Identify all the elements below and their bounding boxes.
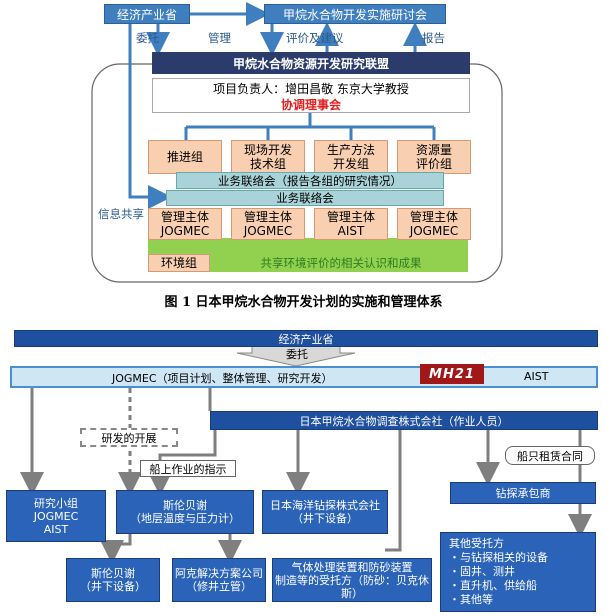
body-jogmec-3: 管理主体 JOGMEC [397, 208, 471, 240]
aist-label: AIST [524, 370, 549, 383]
liaison-report-bar: 业务联络会（报告各组的研究情况） [176, 172, 444, 189]
study-group-label: 甲烷水合物开发实施研讨会 [282, 7, 427, 22]
schlumberger-gauge-box: 斯伦贝谢 （地层温度与压力计） [116, 490, 254, 534]
other-contractors-box: 其他受托方 ・与钻探相关的设备 ・固井、测井 ・直升机、供给船 ・其他等 [440, 532, 596, 612]
evaluate-label: 评价及建议 [286, 31, 344, 45]
entrust-label-2: 委托 [286, 348, 308, 361]
schlumberger-downhole-box: 斯伦贝谢 （井下设备） [66, 558, 160, 602]
gas-equipment-box: 气体处理装置和防砂装置 制造等的受托方（防砂：贝克休斯） [272, 558, 432, 602]
jogmec-label: JOGMEC（项目计划、整体管理、研究开发） [112, 372, 333, 385]
charter-box: 船只租赁合同 [505, 446, 595, 465]
entrust-label: 委托 [136, 31, 159, 45]
mh21-logo: MH21 [420, 364, 484, 384]
manage-label: 管理 [208, 31, 231, 45]
leader-label: 项目负责人：增田昌敬 东京大学教授 [213, 81, 409, 96]
group-resource: 资源量 评价组 [397, 140, 471, 174]
drill-contractor-box: 钻探承包商 [450, 482, 596, 504]
body-jogmec-2: 管理主体 JOGMEC [231, 208, 305, 240]
report-label: 报告 [422, 31, 445, 45]
env-shared-label: 共享环境评价的相关认识和成果 [260, 256, 422, 270]
liaison-bar: 业务联络会 [166, 190, 444, 206]
info-share-label: 信息共享 [98, 207, 144, 221]
env-group-box: 环境组 [148, 254, 210, 272]
group-production: 生产方法 开发组 [314, 140, 388, 174]
aker-box: 阿克解决方案公司 （修井立管） [172, 558, 266, 602]
figure1-caption: 图 1 日本甲烷水合物开发计划的实施和管理体系 [164, 294, 443, 310]
leader-box: 项目负责人：增田昌敬 东京大学教授 协调理事会 [152, 78, 470, 113]
meti-box: 经济产业省 [104, 4, 190, 24]
dev-box: 研发的开展 [80, 428, 178, 447]
jmh-bar: 日本甲烷水合物调查株式会社（作业人员） [210, 411, 598, 430]
meti-bar: 经济产业省 [14, 330, 598, 347]
consortium-label: 甲烷水合物资源开发研究联盟 [232, 56, 389, 71]
group-field-tech: 现场开发 技术组 [231, 140, 305, 174]
study-group-box: 甲烷水合物开发实施研讨会 [264, 4, 446, 24]
ship-instr-box: 船上作业的指示 [140, 460, 236, 477]
meti-label: 经济产业省 [116, 7, 177, 22]
coordination-label: 协调理事会 [280, 97, 341, 112]
entrust-arrow [236, 345, 356, 367]
jdc-box: 日本海洋钻探株式会社 （井下设备） [262, 490, 388, 534]
research-group-box: 研究小组 JOGMEC AIST [6, 490, 106, 542]
body-aist: 管理主体 AIST [314, 208, 388, 240]
body-jogmec-1: 管理主体 JOGMEC [148, 208, 222, 240]
consortium-bar: 甲烷水合物资源开发研究联盟 [152, 52, 470, 74]
arrow-info-share [128, 24, 172, 209]
